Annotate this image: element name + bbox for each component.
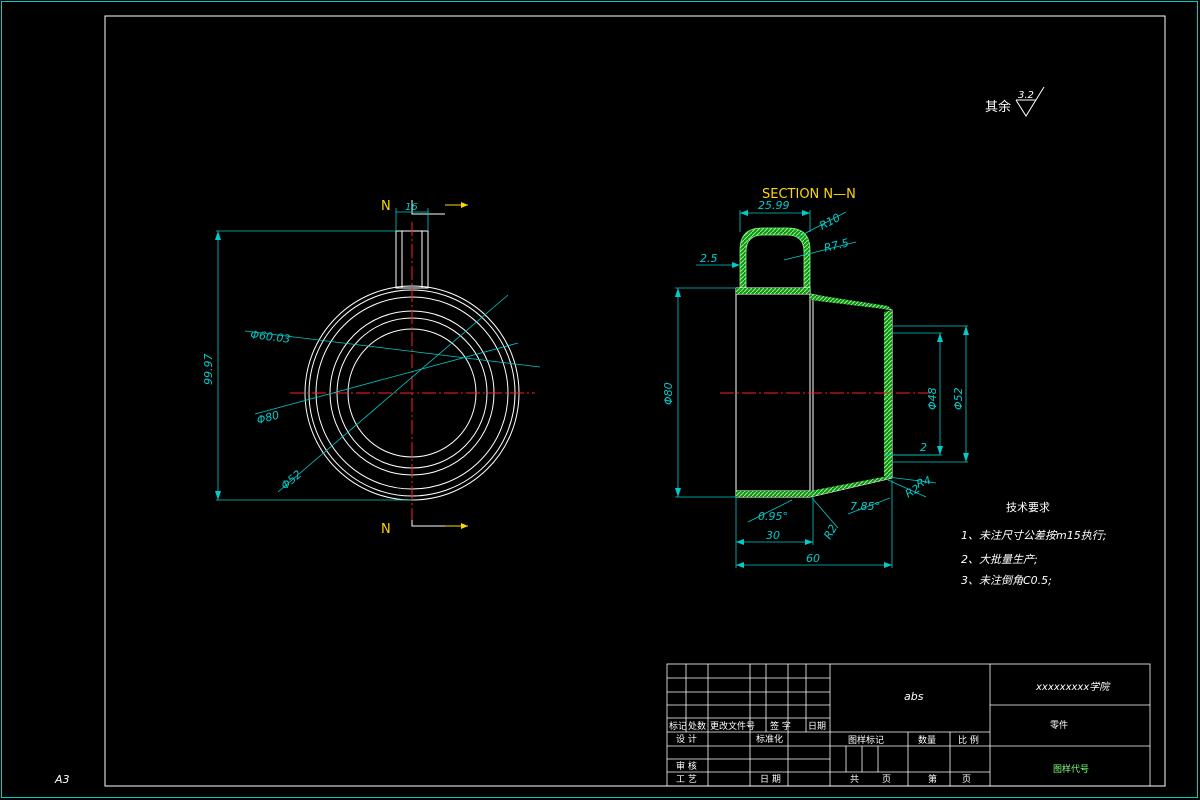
tb-part-name: 零件 xyxy=(1050,719,1068,731)
section-view: SECTION N—N 25.99 R10 R7.5 xyxy=(662,187,969,568)
tb-sheet-no: 第 xyxy=(928,773,937,785)
tb-school: xxxxxxxxx学院 xyxy=(1035,681,1111,693)
tb-stage-mark: 图样标记 xyxy=(848,734,884,746)
tb-sign: 签 字 xyxy=(770,720,791,732)
dim-r2-right: R2 xyxy=(903,482,922,501)
tb-scale: 比 例 xyxy=(958,734,979,746)
tb-process: 工 艺 xyxy=(676,774,697,785)
handle-section xyxy=(739,227,811,289)
tb-review: 审 核 xyxy=(676,760,697,772)
wall-cone-top xyxy=(810,294,892,310)
tb-design: 设 计 xyxy=(676,733,697,745)
wall-bottom-section xyxy=(736,491,810,497)
tb-material: abs xyxy=(904,690,924,703)
wall-cone-bottom xyxy=(810,476,892,497)
tech-requirements: 技术要求 1、未注尺寸公差按m15执行; 2、大批量生产; 3、未注倒角C0.5… xyxy=(961,501,1106,587)
wall-end-section xyxy=(884,310,892,478)
dim-r2-bottom: R2 xyxy=(821,522,840,541)
dim-60: 60 xyxy=(806,552,820,565)
dim-785: 7.85° xyxy=(850,500,880,513)
dim-25: 2.5 xyxy=(700,252,718,265)
dim-2: 2 xyxy=(920,441,927,454)
inner-frame xyxy=(104,15,1166,787)
dim-095: 0.95° xyxy=(758,510,788,523)
roughness-note: 其余 3.2 xyxy=(985,86,1045,117)
title-block xyxy=(666,663,1151,787)
tb-date: 日 期 xyxy=(760,774,781,785)
section-title: SECTION N—N xyxy=(762,187,856,202)
roughness-symbol xyxy=(1015,86,1045,117)
tb-mark: 标记 xyxy=(669,720,687,732)
dim-2599: 25.99 xyxy=(758,199,790,212)
tb-date-hdr: 日期 xyxy=(808,721,826,732)
tb-total: 共 xyxy=(850,774,859,785)
tech-item-1: 1、未注尺寸公差按m15执行; xyxy=(961,529,1106,542)
dim-section-d80: Φ80 xyxy=(662,382,675,405)
dim-r10: R10 xyxy=(817,211,842,233)
cut-label-bottom: N xyxy=(381,522,391,537)
dim-30: 30 xyxy=(766,529,780,542)
tb-drawing-no: 图样代号 xyxy=(1053,763,1089,775)
wall-top-section xyxy=(736,288,810,294)
tb-quantity: 数量 xyxy=(918,734,936,746)
dim-height: 99.97 xyxy=(202,354,215,386)
tb-count: 处数 xyxy=(688,720,706,732)
tech-item-3: 3、未注倒角C0.5; xyxy=(961,574,1052,587)
front-view: N N 16 99.97 xyxy=(202,199,541,537)
dim-d80: Φ80 xyxy=(255,408,280,426)
roughness-prefix: 其余 xyxy=(985,99,1011,115)
tech-title: 技术要求 xyxy=(1006,501,1050,514)
tech-item-2: 2、大批量生产; xyxy=(961,553,1038,566)
dim-section-d52: Φ52 xyxy=(952,387,965,410)
sheet-size-label: A3 xyxy=(54,773,70,786)
dim-top-width: 16 xyxy=(405,202,418,213)
dim-r4: R4 xyxy=(915,474,933,491)
tb-standard: 标准化 xyxy=(756,733,783,745)
tb-doc: 更改文件号 xyxy=(710,720,755,732)
dim-d60: Φ60.03 xyxy=(250,328,291,346)
roughness-value: 3.2 xyxy=(1018,90,1034,101)
cut-label-top: N xyxy=(381,199,391,214)
tb-total-page: 页 xyxy=(882,774,891,785)
dim-d48: Φ48 xyxy=(926,387,939,410)
title-block-text: 标记 处数 更改文件号 签 字 日期 设 计 标准化 审 核 工 艺 日 期 a… xyxy=(669,681,1111,785)
tb-sheet-page: 页 xyxy=(962,774,971,785)
dim-r75: R7.5 xyxy=(823,236,851,255)
